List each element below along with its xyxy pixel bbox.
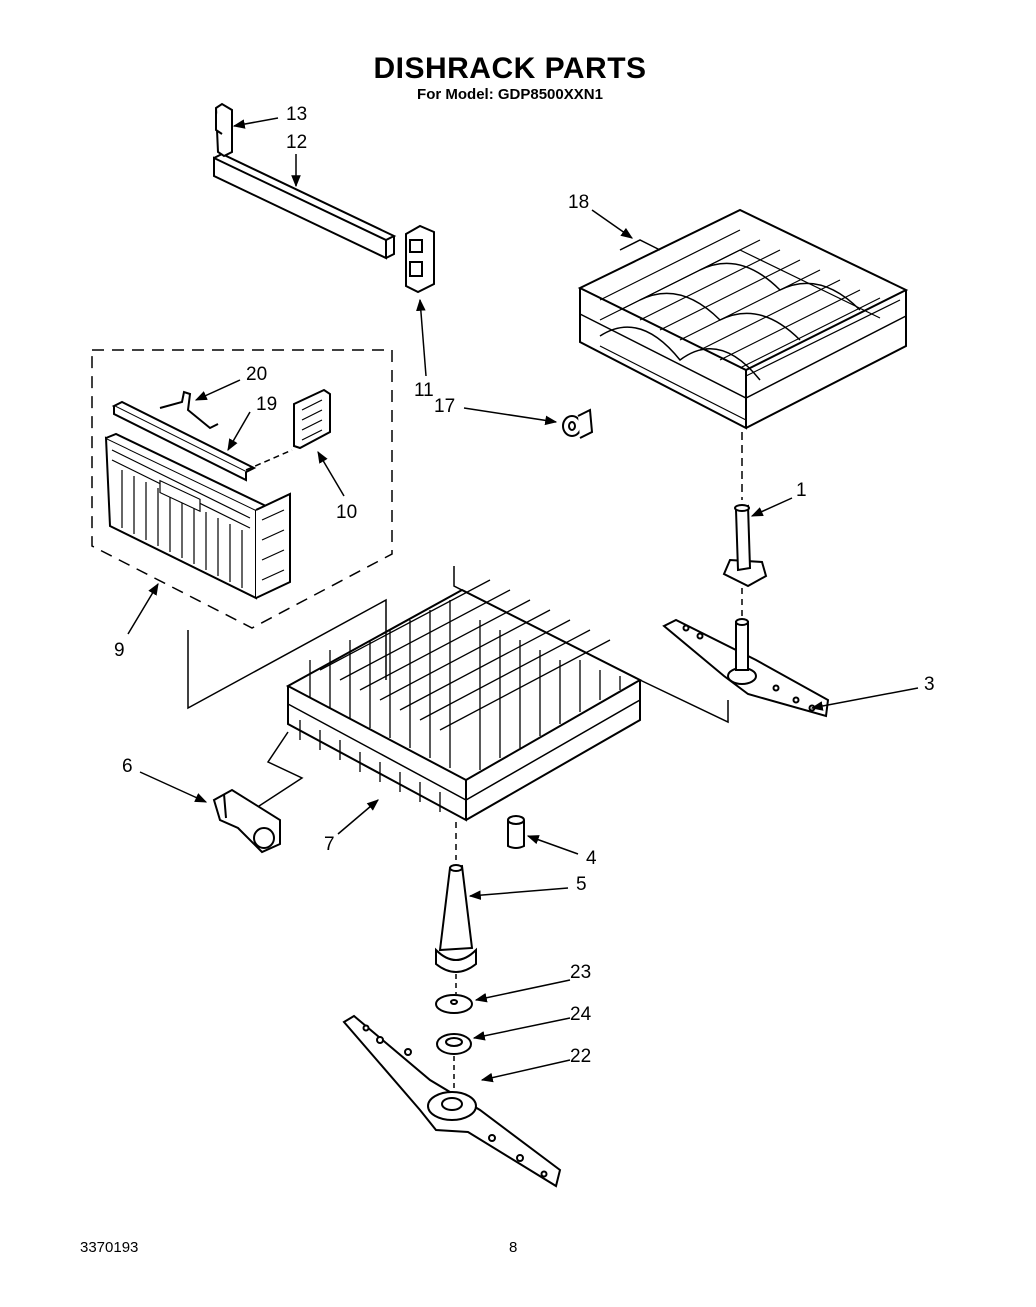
callout-24: 24 [570,1004,592,1025]
basket-10-guide [245,449,293,471]
callout-10: 10 [336,502,358,523]
callout-22: 22 [570,1046,592,1067]
part-24-bearing [436,1033,472,1055]
part-22-lower-spray-arm [342,1014,562,1188]
basket-group-outline [91,349,393,629]
model-subtitle: For Model: GDP8500XXN1 [417,86,603,103]
leader-arrows [127,117,919,1083]
part-5-lower-tube [435,864,477,973]
part-11-end-cap [405,224,435,294]
part-12-rail [213,152,397,260]
part-19-lid [111,400,257,482]
callout-3: 3 [924,674,935,695]
rack-7-to-6-guide [255,731,304,809]
part-1-upper-tube [722,504,768,588]
callout-17: 17 [434,396,456,417]
part-7-lower-rack [285,579,643,822]
part-17-wheel [562,408,594,439]
part-18-upper-rack [577,208,909,430]
callout-20: 20 [246,364,268,385]
callout-18: 18 [568,192,590,213]
part-10-basket-insert [293,388,331,450]
page-number: 8 [509,1239,518,1256]
callout-5: 5 [576,874,587,895]
callout-4: 4 [586,848,597,869]
part-4-stud [507,815,525,849]
callout-6: 6 [122,756,133,777]
callout-9: 9 [114,640,125,661]
callout-11: 11 [414,380,434,401]
part-20-clip [159,390,219,430]
part-23-washer [435,994,473,1014]
page-title: DISHRACK PARTS [373,52,647,85]
document-number: 3370193 [80,1239,139,1256]
callout-1: 1 [796,480,807,501]
callout-12: 12 [286,132,308,153]
callout-23: 23 [570,962,592,983]
part-13-clip [214,102,233,158]
callout-19: 19 [256,394,278,415]
callout-13: 13 [286,104,308,125]
callout-7: 7 [324,834,335,855]
part-3-upper-spray-arm [662,618,830,718]
part-6-wheel-assembly [212,788,281,854]
part-9-silverware-basket [104,432,291,600]
